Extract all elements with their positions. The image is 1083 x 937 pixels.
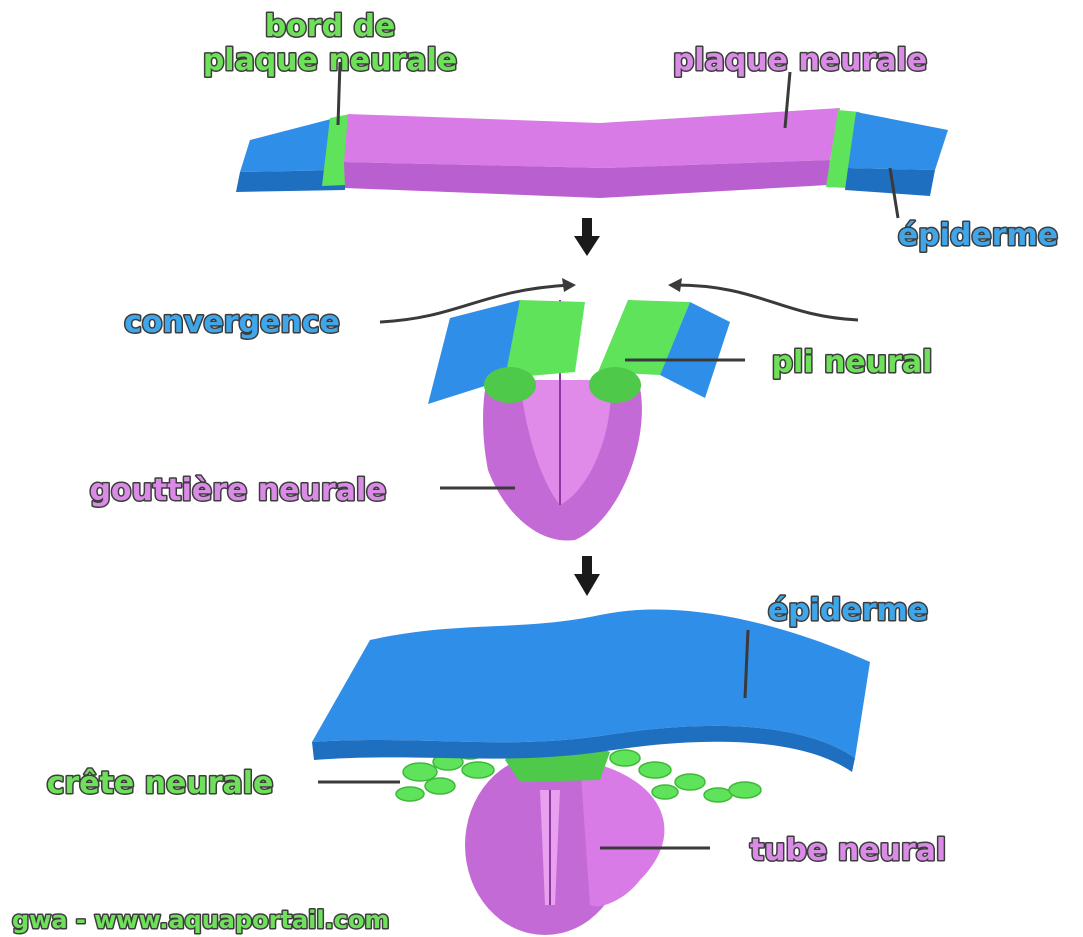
label-epiderme-bottom: épiderme (768, 593, 928, 628)
label-tube-neural: tube neural (750, 833, 946, 868)
credit-text: gwa - www.aquaportail.com (12, 906, 389, 934)
down-arrow-1 (574, 218, 600, 256)
stage-neural-tube (312, 609, 870, 935)
label-convergence: convergence (124, 305, 340, 340)
label-pli-neural: pli neural (772, 345, 933, 380)
epidermis-right-top (848, 112, 948, 170)
label-crete-neurale: crête neurale (47, 766, 274, 801)
stage-neural-plate (236, 62, 948, 218)
neural-plate-top (344, 108, 840, 168)
label-gouttiere-neurale: gouttière neurale (89, 473, 386, 508)
label-plaque-neurale: plaque neurale (673, 43, 927, 78)
label-epiderme-top: épiderme (898, 218, 1058, 253)
label-bord-line2: plaque neurale (203, 43, 457, 78)
label-bord-line1: bord de (265, 9, 396, 44)
stage-neural-groove (380, 278, 858, 541)
down-arrow-2 (574, 556, 600, 596)
